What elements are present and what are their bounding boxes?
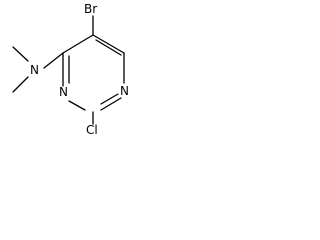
atom-label-n-ring-bottom: N (59, 85, 68, 99)
atom-label-br: Br (84, 2, 97, 16)
chemical-structure-diagram: Br N N N Cl (12, 2, 129, 137)
atom-label-n-amine: N (30, 63, 39, 77)
bond-namine-methyl-lower (12, 76, 29, 93)
bond-c4-c5 (62, 34, 94, 54)
bond-namine-methyl-upper (12, 46, 29, 62)
bond-n1-c2-double (100, 93, 119, 105)
bond-c4-namine (43, 52, 64, 69)
atom-label-cl: Cl (86, 123, 98, 137)
bond-c5-c6-double (95, 39, 122, 56)
bonds (12, 15, 125, 125)
bond-c2-n3 (68, 100, 86, 111)
bond-n1-c2 (100, 97, 122, 111)
atom-labels: Br N N N Cl (30, 2, 129, 137)
bond-c5-c6 (92, 34, 125, 54)
atom-label-n-ring-top: N (120, 84, 129, 98)
